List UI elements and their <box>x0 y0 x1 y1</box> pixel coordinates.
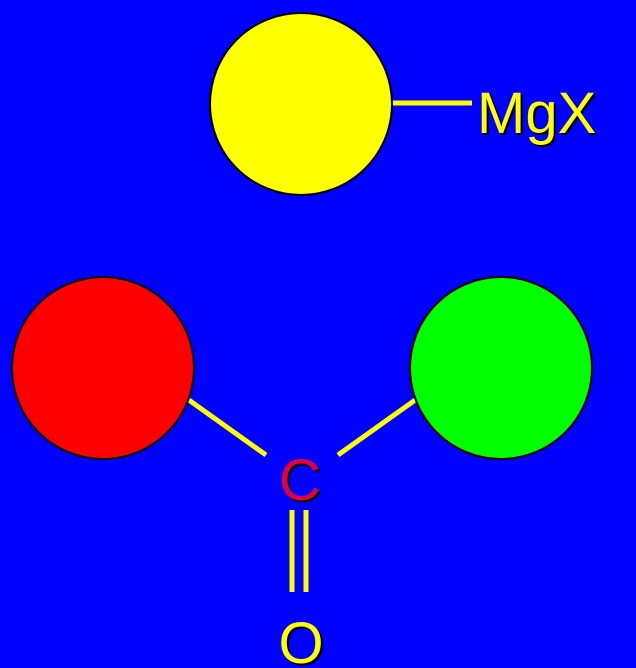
r-group-grignard <box>209 12 393 196</box>
oxygen-label-shadow: O <box>280 613 325 668</box>
carbon-label-shadow: C <box>281 450 323 515</box>
carbon-label: C <box>279 448 321 513</box>
left-carbon-bond <box>184 395 268 458</box>
mgx-label: MgX <box>477 81 596 146</box>
r-group-left <box>11 276 195 460</box>
r-group-right <box>409 276 593 460</box>
oxygen-label: O <box>278 611 323 668</box>
grignard-reagent: MgX MgX <box>209 12 598 196</box>
right-carbon-bond <box>336 395 420 458</box>
mgx-label-shadow: MgX <box>479 83 598 148</box>
carbonyl-compound: C C O O <box>11 276 593 668</box>
